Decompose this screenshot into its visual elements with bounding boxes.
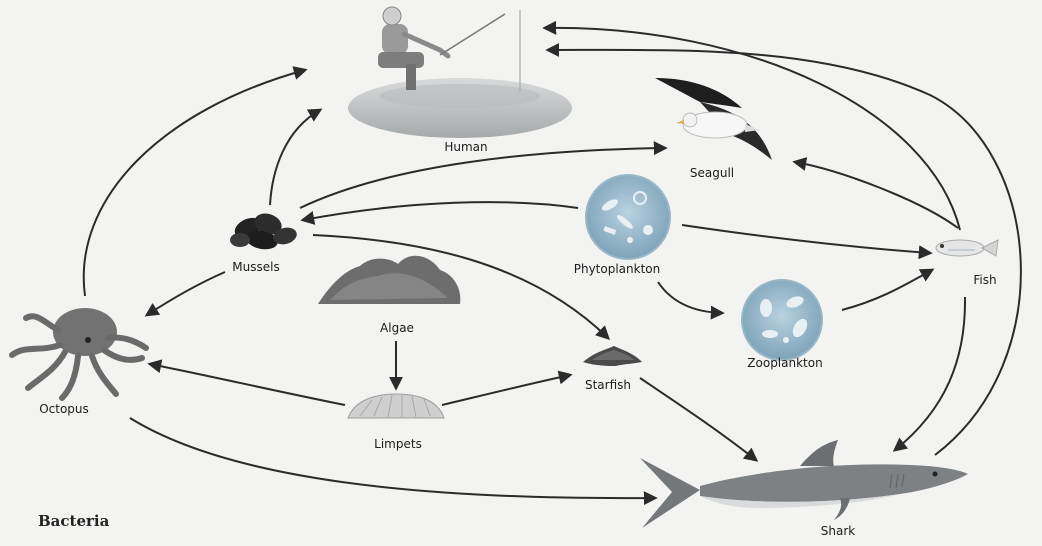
- fish-illustration: [936, 240, 998, 256]
- zooplankton-illustration: [742, 280, 822, 360]
- algae-illustration: [318, 256, 460, 304]
- label-mussels: Mussels: [232, 260, 279, 274]
- arrow-phytoplankton-to-mussels: [303, 202, 578, 220]
- arrow-octopus-to-shark: [130, 418, 655, 498]
- arrow-mussels-to-human: [270, 110, 320, 205]
- arrow-starfish-to-shark: [640, 378, 756, 460]
- arrow-fish-to-seagull: [795, 162, 958, 228]
- label-zooplankton: Zooplankton: [747, 356, 822, 370]
- label-octopus: Octopus: [39, 402, 89, 416]
- label-fish: Fish: [973, 273, 996, 287]
- arrow-zooplankton-to-fish: [842, 270, 932, 310]
- arrow-phytoplankton-to-zooplankton: [658, 282, 722, 313]
- limpets-illustration: [348, 394, 444, 418]
- starfish-illustration: [583, 346, 642, 366]
- label-human: Human: [444, 140, 487, 154]
- phytoplankton-illustration: [586, 175, 670, 259]
- octopus-illustration: [12, 308, 146, 398]
- label-limpets: Limpets: [374, 437, 422, 451]
- seagull-illustration: [655, 78, 772, 160]
- label-phytoplankton: Phytoplankton: [574, 262, 661, 276]
- label-algae: Algae: [380, 321, 414, 335]
- label-seagull: Seagull: [690, 166, 734, 180]
- mussels-illustration: [230, 210, 299, 252]
- arrow-phytoplankton-to-fish: [682, 225, 930, 253]
- arrow-fish-to-shark: [895, 297, 965, 450]
- label-bacteria: Bacteria: [38, 512, 109, 530]
- label-starfish: Starfish: [585, 378, 631, 392]
- shark-illustration: [640, 440, 968, 528]
- arrow-limpets-to-octopus: [150, 364, 345, 405]
- arrow-limpets-to-starfish: [442, 375, 570, 405]
- arrow-mussels-to-octopus: [147, 272, 225, 315]
- label-shark: Shark: [821, 524, 855, 538]
- human-illustration: [348, 7, 572, 138]
